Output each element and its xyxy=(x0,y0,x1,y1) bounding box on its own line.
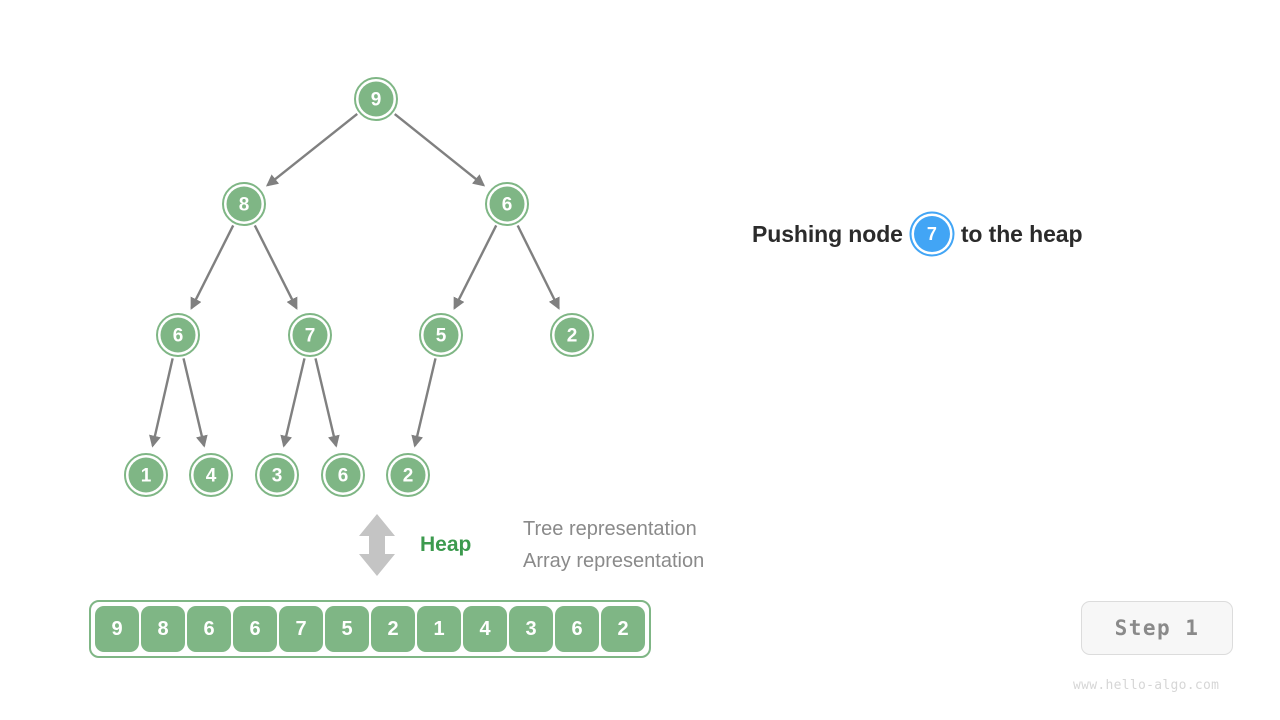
tree-node-value: 2 xyxy=(403,466,414,487)
tree-edge xyxy=(516,224,560,310)
tree-node-value: 2 xyxy=(567,326,578,347)
tree-node: 7 xyxy=(288,313,332,357)
tree-node-fill xyxy=(292,317,328,353)
caption-prefix: Pushing node xyxy=(752,220,903,247)
tree-node-ring xyxy=(124,453,168,497)
tree-edge xyxy=(265,113,358,187)
heap-label: Heap xyxy=(420,533,472,556)
tree-node-value: 6 xyxy=(338,466,349,487)
tree-node-value: 1 xyxy=(141,466,152,487)
array-cell: 6 xyxy=(233,606,277,652)
tree-node: 6 xyxy=(485,182,529,226)
tree-node-value: 9 xyxy=(371,90,382,111)
array-cell: 6 xyxy=(187,606,231,652)
array-cell: 5 xyxy=(325,606,369,652)
tree-node-ring xyxy=(255,453,299,497)
step-indicator: Step 1 xyxy=(1081,601,1233,655)
heap-tree-diagram: 9 8 6 6 7 5 2 1 4 3 6 2 xyxy=(124,77,594,497)
pushed-node-badge: 7 xyxy=(913,216,950,252)
caption-suffix: to the heap xyxy=(960,220,1083,247)
tree-node: 2 xyxy=(386,453,430,497)
array-cell: 6 xyxy=(555,606,599,652)
tree-node: 5 xyxy=(419,313,463,357)
tree-node-ring xyxy=(485,182,529,226)
step-label: Step 1 xyxy=(1114,616,1200,640)
tree-node-ring xyxy=(189,453,233,497)
tree-node-fill xyxy=(554,317,590,353)
tree-node-ring xyxy=(156,313,200,357)
tree-node: 6 xyxy=(156,313,200,357)
tree-node-fill xyxy=(259,457,295,493)
legend-lines: Tree representation Array representation xyxy=(523,519,704,571)
tree-node-value: 3 xyxy=(272,466,283,487)
tree-node-value: 8 xyxy=(239,195,250,216)
tree-node-ring xyxy=(386,453,430,497)
tree-node-fill xyxy=(390,457,426,493)
tree-node-fill xyxy=(160,317,196,353)
tree-node-fill xyxy=(358,81,394,117)
tree-node-ring xyxy=(321,453,365,497)
tree-node-fill xyxy=(423,317,459,353)
tree-node-value: 6 xyxy=(502,195,513,216)
tree-node-fill xyxy=(325,457,361,493)
tree-node-ring xyxy=(288,313,332,357)
tree-representation-label: Tree representation xyxy=(523,518,697,540)
array-cell: 9 xyxy=(95,606,139,652)
tree-node-value: 6 xyxy=(173,326,184,347)
tree-node-value: 5 xyxy=(436,326,447,347)
tree-node-ring xyxy=(222,182,266,226)
array-cell: 2 xyxy=(601,606,645,652)
tree-node-value: 7 xyxy=(305,326,316,347)
tree-edge xyxy=(253,224,298,310)
array-representation-label: Array representation xyxy=(523,550,705,572)
tree-node-value: 4 xyxy=(206,466,217,487)
array-cell: 1 xyxy=(417,606,461,652)
tree-node: 8 xyxy=(222,182,266,226)
tree-edge xyxy=(149,358,174,448)
tree-node: 1 xyxy=(124,453,168,497)
tree-node: 9 xyxy=(354,77,398,121)
tree-edge xyxy=(453,224,498,310)
tree-edge xyxy=(182,358,208,448)
array-cell: 4 xyxy=(463,606,507,652)
tree-node: 2 xyxy=(550,313,594,357)
tree-node-fill xyxy=(226,186,262,222)
tree-edge xyxy=(190,224,235,310)
tree-node-fill xyxy=(489,186,525,222)
array-cell: 8 xyxy=(141,606,185,652)
tree-edge xyxy=(393,113,486,187)
array-cell: 7 xyxy=(279,606,323,652)
caption: Pushing node 7 to the heap xyxy=(752,216,1083,252)
tree-node-fill xyxy=(193,457,229,493)
tree-node-ring xyxy=(354,77,398,121)
tree-node: 6 xyxy=(321,453,365,497)
tree-node-layer: 9 8 6 6 7 5 2 1 4 3 6 2 xyxy=(124,77,594,497)
tree-node: 4 xyxy=(189,453,233,497)
up-down-arrow-icon xyxy=(359,514,395,576)
tree-edge xyxy=(411,358,437,448)
tree-node-fill xyxy=(128,457,164,493)
tree-node-ring xyxy=(550,313,594,357)
representation-legend: Heap Tree representation Array represent… xyxy=(355,512,704,578)
tree-edge xyxy=(280,358,306,448)
tree-edge-layer xyxy=(149,113,560,448)
tree-edge xyxy=(314,358,340,448)
watermark: www.hello-algo.com xyxy=(1073,678,1220,693)
array-cell: 2 xyxy=(371,606,415,652)
tree-node-ring xyxy=(419,313,463,357)
tree-node: 3 xyxy=(255,453,299,497)
array-cell: 3 xyxy=(509,606,553,652)
